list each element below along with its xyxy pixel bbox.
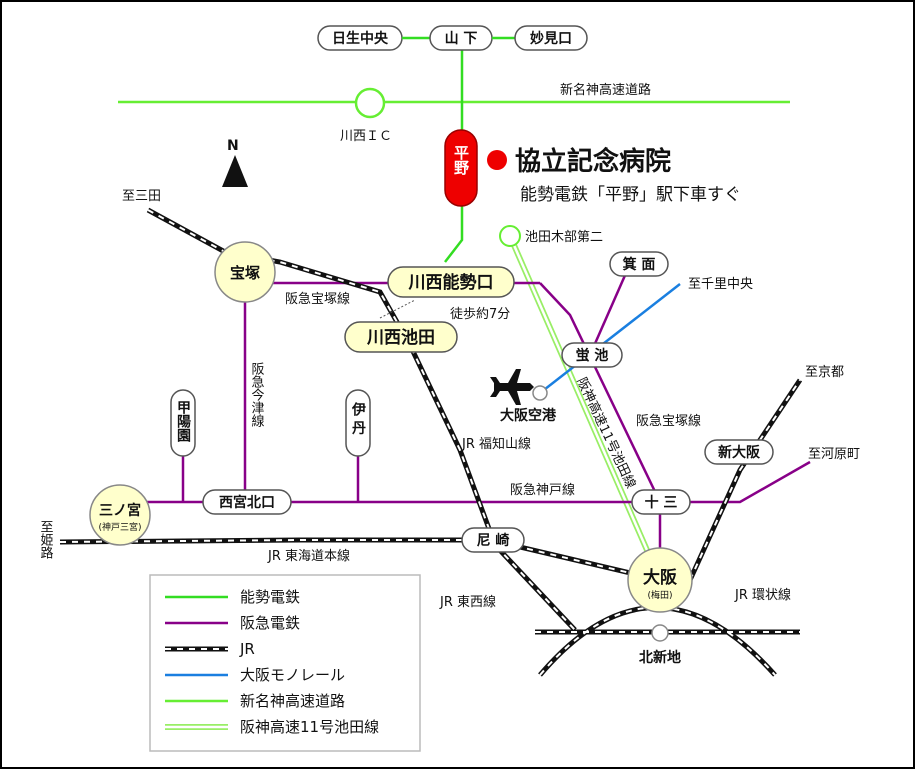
station-yamashita: 山 下 — [429, 25, 493, 51]
svg-text:十 三: 十 三 — [645, 494, 678, 511]
station-takarazuka: 宝塚 — [214, 241, 276, 303]
svg-text:三ノ宮: 三ノ宮 — [99, 502, 141, 519]
compass: N — [222, 138, 248, 187]
jr-tozai-label: JR 東西線 — [439, 594, 496, 610]
hospital-name: 協立記念病院 — [515, 146, 671, 177]
hankyu-imazu-label: 阪急今津線 — [249, 362, 265, 427]
svg-text:宝塚: 宝塚 — [230, 264, 260, 282]
to-senrichuo-label: 至千里中央 — [688, 277, 753, 292]
to-kawaramachi-label: 至河原町 — [808, 447, 860, 462]
legend-label: 阪神高速11号池田線 — [240, 718, 379, 736]
legend-item-expressway: 新名神高速道路 — [165, 692, 345, 710]
station-kawanishinoseguchi: 川西能勢口 — [387, 266, 515, 298]
legend-item-hanshin: 阪神高速11号池田線 — [165, 718, 379, 736]
station-minoh: 箕 面 — [609, 251, 669, 277]
station-itami: 伊 丹 — [345, 389, 371, 457]
legend-label: 阪急電鉄 — [240, 614, 300, 632]
legend-label: JR — [239, 640, 255, 658]
walk-time-label: 徒歩約7分 — [450, 307, 510, 322]
station-amagasaki: 尼 崎 — [461, 527, 525, 553]
hankyu-takarazuka-label-w: 阪急宝塚線 — [285, 291, 350, 307]
svg-text:大阪空港: 大阪空港 — [500, 407, 557, 424]
station-hotarugaike: 蛍 池 — [561, 342, 623, 368]
osaka-airport: 大阪空港 — [490, 369, 557, 424]
station-kawanishiikeda: 川西池田 — [344, 321, 458, 353]
to-sanda-label: 至三田 — [122, 189, 161, 204]
station-nisseichuo: 日生中央 — [317, 25, 403, 51]
svg-text:西宮北口: 西宮北口 — [219, 494, 275, 511]
compass-north-label: N — [227, 138, 239, 154]
kawanishi-ic-label: 川西ＩＣ — [340, 129, 392, 144]
to-himeji-label: 至姫路 — [38, 520, 54, 559]
jr-tokaido-label: JR 東海道本線 — [267, 548, 350, 564]
station-hirano: 平野 — [444, 129, 478, 207]
svg-text:平野: 平野 — [452, 145, 470, 176]
svg-text:伊 丹: 伊 丹 — [350, 401, 367, 436]
svg-text:甲陽園: 甲陽園 — [175, 400, 191, 443]
svg-text:(神戸三宮): (神戸三宮) — [98, 521, 141, 533]
legend-label: 能勢電鉄 — [240, 588, 300, 606]
svg-text:蛍 池: 蛍 池 — [576, 347, 609, 364]
station-juso: 十 三 — [631, 489, 691, 515]
legend-item-monorail: 大阪モノレール — [165, 666, 345, 684]
kawanishi-ic-marker — [354, 87, 386, 119]
hospital-marker — [487, 150, 507, 170]
svg-text:山 下: 山 下 — [445, 31, 478, 47]
svg-text:日生中央: 日生中央 — [332, 30, 389, 47]
expressway-label: 新名神高速道路 — [560, 82, 651, 98]
legend-label: 大阪モノレール — [240, 666, 345, 684]
legend-item-hankyu: 阪急電鉄 — [165, 614, 300, 632]
svg-text:池田木部第二: 池田木部第二 — [525, 230, 603, 245]
station-kitashinchi: 北新地 — [639, 624, 681, 666]
station-shinosaka: 新大阪 — [704, 439, 774, 465]
svg-text:(梅田): (梅田) — [647, 589, 672, 601]
station-koyoen: 甲陽園 — [170, 389, 196, 457]
svg-text:新大阪: 新大阪 — [718, 444, 761, 461]
svg-text:尼 崎: 尼 崎 — [477, 532, 510, 549]
legend-item-nose: 能勢電鉄 — [165, 588, 300, 606]
jr-fukuchiyama-label: JR 福知山線 — [461, 436, 531, 452]
hankyu-takarazuka-label-e: 阪急宝塚線 — [636, 413, 701, 429]
svg-text:大阪: 大阪 — [643, 567, 677, 588]
hankyu-kobe-label: 阪急神戸線 — [510, 482, 575, 498]
north-arrow-icon — [222, 155, 248, 187]
hanshin-expressway-line — [507, 234, 663, 582]
monorail-line — [539, 283, 681, 394]
svg-text:川西池田: 川西池田 — [366, 327, 435, 348]
station-nishinomiyakitaguchi: 西宮北口 — [202, 489, 292, 515]
station-myokenguchi: 妙見口 — [514, 25, 588, 51]
svg-text:北新地: 北新地 — [639, 649, 681, 666]
ikedakibebudaini: 池田木部第二 — [499, 225, 603, 247]
svg-text:箕 面: 箕 面 — [623, 256, 656, 273]
legend-label: 新名神高速道路 — [240, 692, 345, 710]
airplane-icon — [490, 369, 534, 405]
jr-kanjo-label: JR 環状線 — [734, 587, 791, 603]
to-kyoto-label: 至京都 — [805, 365, 844, 380]
legend-item-jr: JR — [165, 640, 255, 658]
station-sannomiya: 三ノ宮 (神戸三宮) — [89, 484, 151, 546]
station-osaka: 大阪 (梅田) — [627, 547, 693, 613]
hospital-access: 能勢電鉄「平野」駅下車すぐ — [520, 185, 741, 205]
svg-text:川西能勢口: 川西能勢口 — [408, 272, 494, 293]
svg-text:妙見口: 妙見口 — [530, 30, 572, 47]
